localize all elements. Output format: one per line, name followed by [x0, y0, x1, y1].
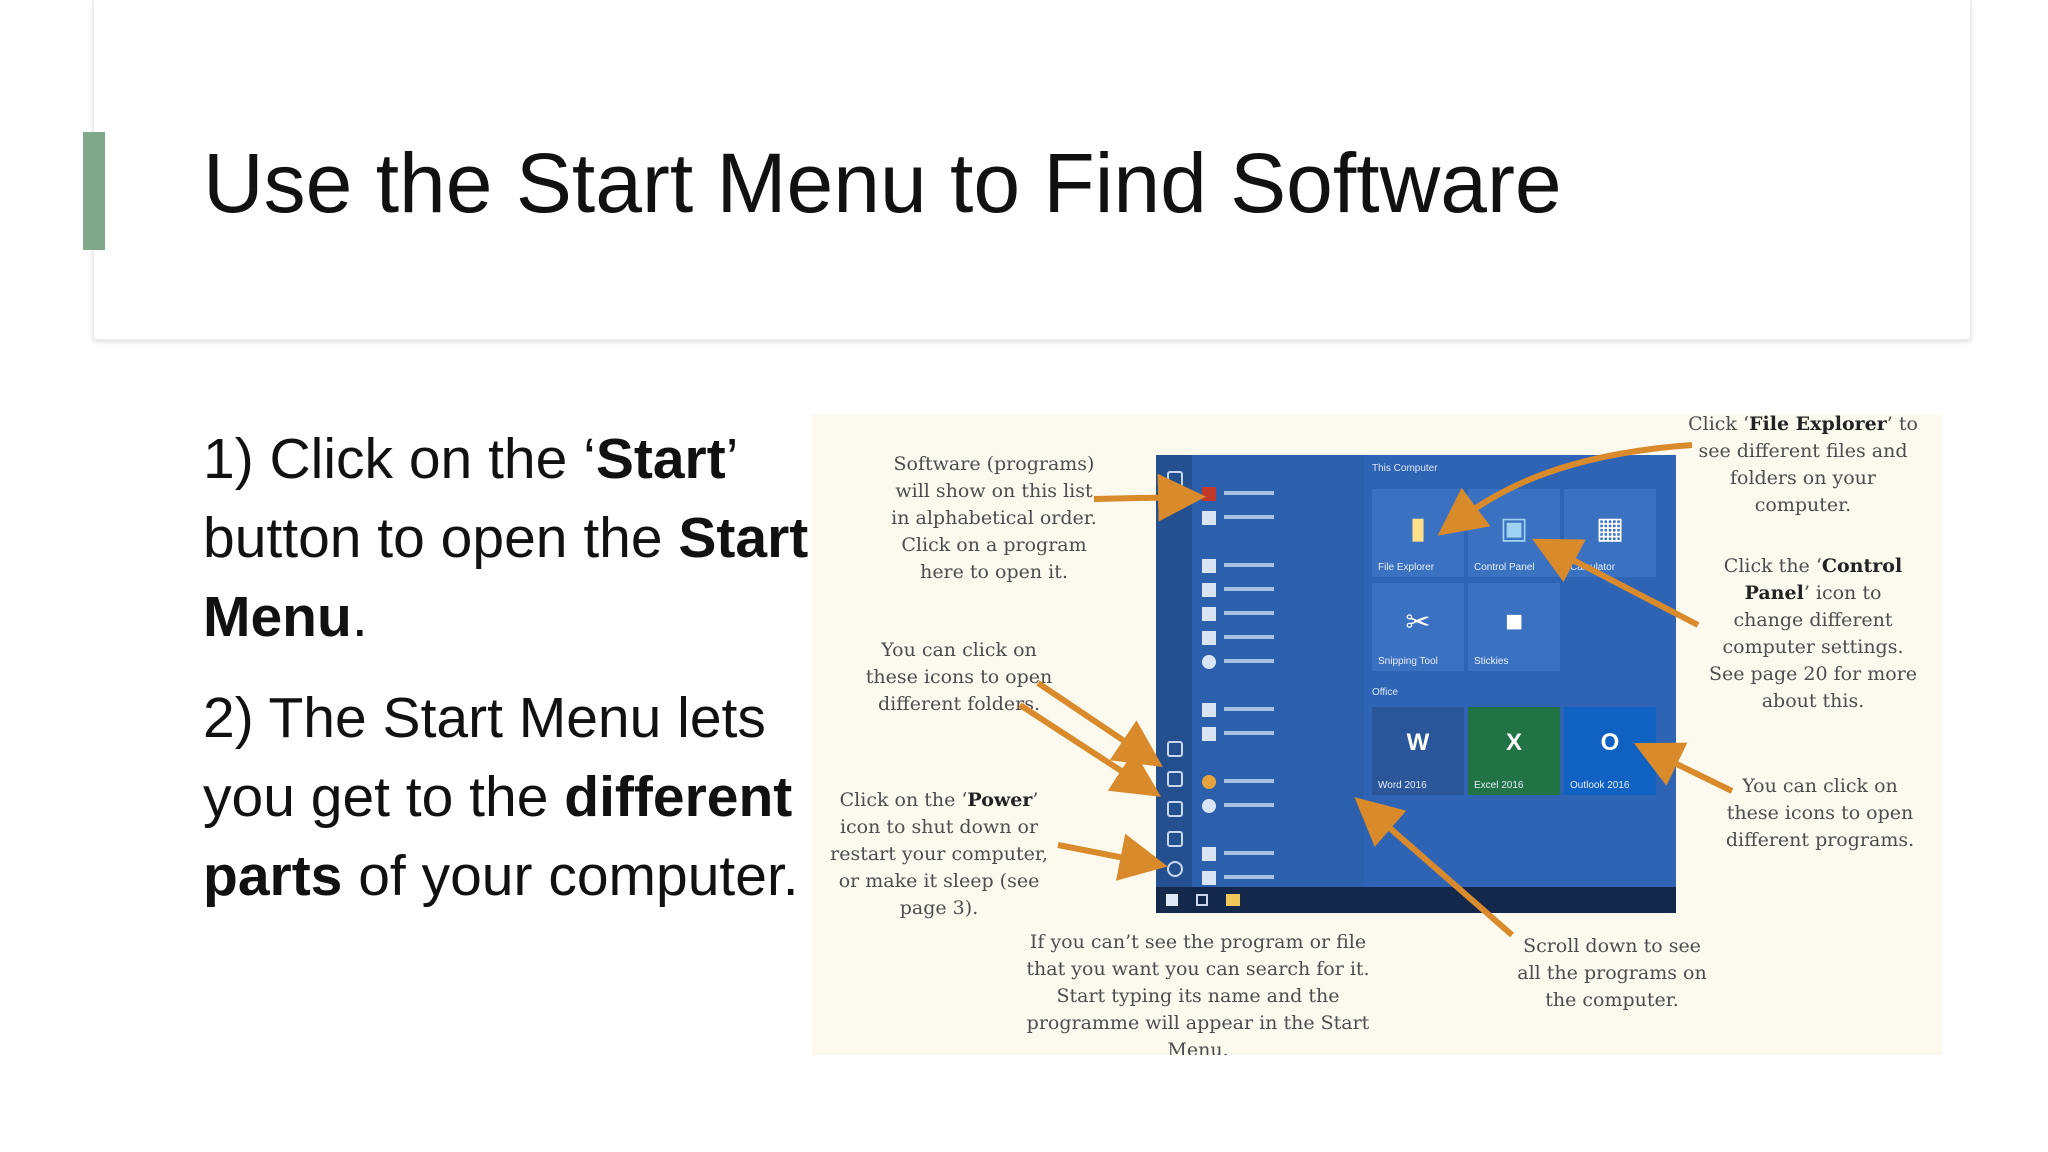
group-this-computer: This Computer: [1372, 463, 1438, 474]
caption-power: Click on the ‘Power’ icon to shut down o…: [824, 787, 1054, 922]
control-panel-icon: ▣: [1499, 512, 1529, 545]
caption-explorer-pre: Click ‘: [1688, 415, 1750, 435]
caption-control-bold: Control Panel: [1744, 555, 1903, 604]
body-text: 1) Click on the ‘Start’ button to open t…: [203, 420, 813, 938]
arrow-folder-icons-2: [1018, 702, 1162, 797]
step-1-mid: ’ button to open the: [203, 427, 737, 570]
file-explorer-taskbar-icon: [1226, 894, 1240, 906]
arrow-file-explorer: [1437, 442, 1693, 536]
tile-word: W Word 2016: [1372, 707, 1464, 795]
settings-icon: [1167, 831, 1183, 847]
tile-label: File Explorer: [1378, 562, 1435, 573]
caption-file-explorer: Click ‘File Explorer’ to see different f…: [1688, 415, 1918, 519]
caption-program-icons: You can click on these icons to open dif…: [1725, 775, 1915, 851]
caption-control-panel: Click the ‘Control Panel’ icon to change…: [1708, 553, 1918, 715]
caption-scroll: Scroll down to see all the programs on t…: [1517, 935, 1707, 1011]
caption-explorer-bold: File Explorer: [1749, 415, 1887, 435]
arrow-control-panel: [1532, 538, 1700, 628]
scissors-icon: ✂: [1405, 606, 1431, 639]
tile-label: Outlook 2016: [1570, 780, 1630, 791]
step-1-start-menu: Start Menu: [203, 506, 809, 649]
caption-control-post: ’ icon to change different computer sett…: [1708, 582, 1918, 712]
excel-icon: X: [1505, 729, 1522, 756]
start-menu-screenshot: This Computer ▮ File Explorer ▣ Control Pa…: [1156, 455, 1676, 913]
step-2-bold: different parts: [203, 765, 793, 908]
documents-icon: [1167, 771, 1183, 787]
step-1: 1) Click on the ‘Start’ button to open t…: [203, 420, 813, 657]
step-2-end: of your computer.: [342, 844, 799, 908]
app-list: [1192, 455, 1364, 913]
arrow-scroll: [1354, 797, 1514, 938]
annotation-arrows: [1018, 442, 1734, 938]
caption-search: If you can’t see the program or file tha…: [1026, 931, 1370, 1055]
step-1-text: 1) Click on the ‘: [203, 427, 596, 491]
user-icon: [1167, 741, 1183, 757]
step-1-start: Start: [595, 427, 726, 491]
task-view-icon: [1196, 894, 1208, 906]
start-menu-figure: Software (programs) will show on this li…: [812, 415, 1942, 1055]
step-2-text: 2) The Start Menu lets you get to the: [203, 686, 766, 829]
tile-excel: X Excel 2016: [1468, 707, 1560, 795]
calculator-icon: ▦: [1595, 512, 1625, 545]
caption-folder-icons: You can click on these icons to open dif…: [865, 639, 1053, 715]
arrow-program-icons: [1633, 742, 1734, 794]
word-icon: W: [1406, 729, 1430, 756]
group-office: Office: [1372, 687, 1398, 698]
taskbar: [1156, 887, 1676, 913]
caption-software-list: Software (programs) will show on this li…: [891, 453, 1097, 583]
arrow-folder-icons-1: [1036, 680, 1163, 768]
tile-label: Snipping Tool: [1378, 656, 1438, 667]
slide-title: Use the Start Menu to Find Software: [203, 136, 1562, 230]
windows-logo-icon: [1166, 894, 1178, 906]
tile-label: Excel 2016: [1474, 780, 1524, 791]
caption-explorer-post: ’ to see different files and folders on …: [1698, 415, 1918, 516]
outlook-icon: O: [1600, 729, 1620, 756]
caption-power-bold: Power: [967, 789, 1033, 811]
caption-control-pre: Click the ‘: [1723, 555, 1822, 577]
caption-power-pre: Click on the ‘: [839, 789, 968, 811]
tile-stickies: ■ Stickies: [1468, 583, 1560, 671]
sticky-note-icon: ■: [1504, 605, 1524, 638]
folder-icon: ▮: [1409, 512, 1427, 545]
step-1-end: .: [351, 585, 368, 649]
step-2: 2) The Start Menu lets you get to the di…: [203, 679, 813, 916]
tile-label: Stickies: [1474, 656, 1509, 667]
title-accent-bar: [83, 132, 105, 250]
arrow-power: [1057, 833, 1168, 881]
pictures-icon: [1167, 801, 1183, 817]
title-box: [93, 0, 1971, 340]
caption-power-post: ’ icon to shut down or restart your comp…: [830, 789, 1048, 919]
power-icon: [1167, 861, 1183, 877]
arrow-software-list: [1093, 473, 1206, 522]
tile-snipping-tool: ✂ Snipping Tool: [1372, 583, 1464, 671]
tile-label: Control Panel: [1474, 562, 1535, 573]
tile-label: Word 2016: [1378, 780, 1427, 791]
